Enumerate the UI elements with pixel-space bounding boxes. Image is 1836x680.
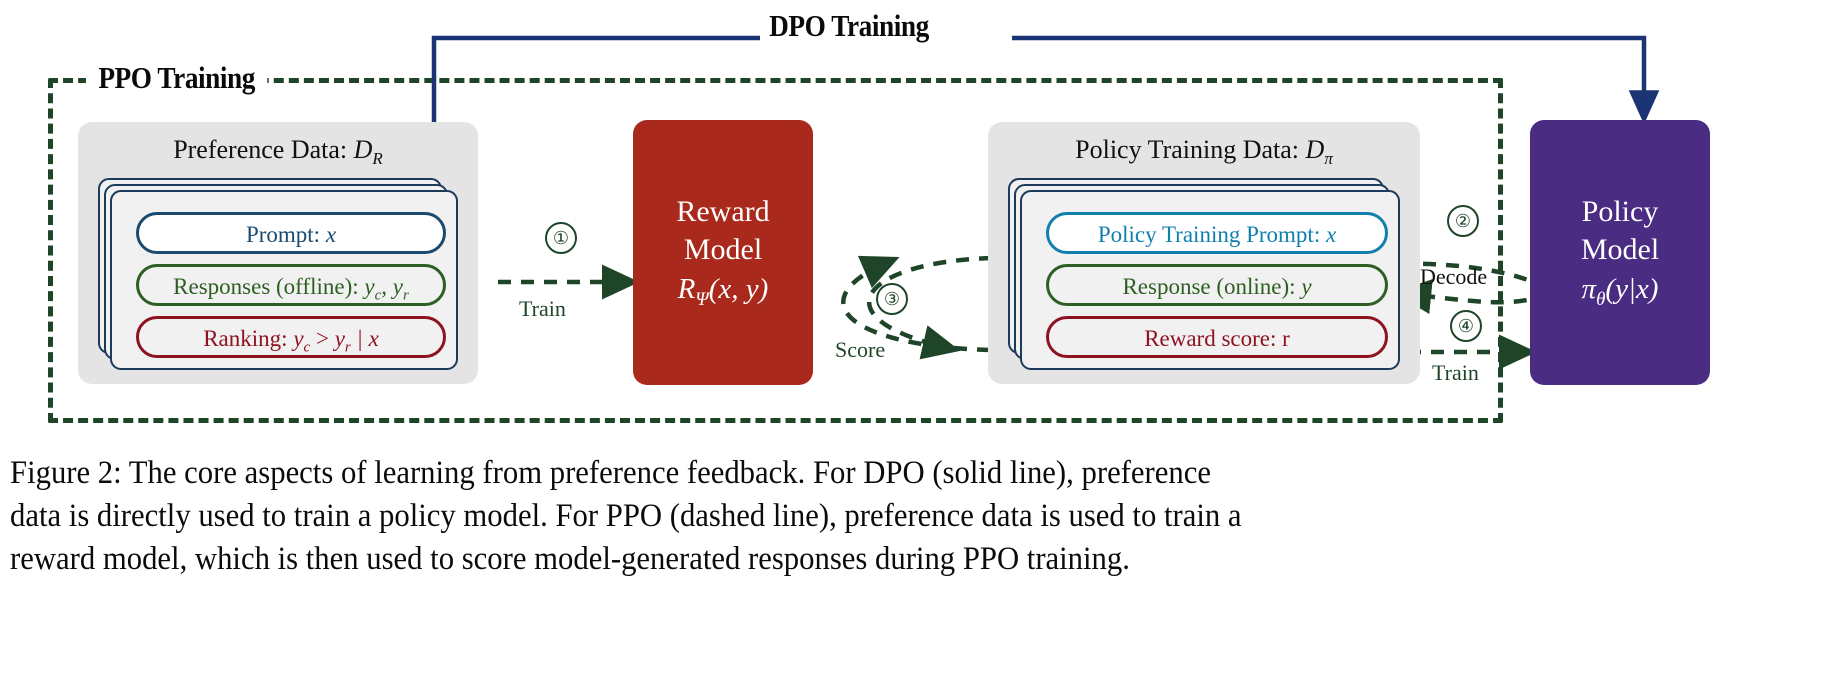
prompt-label: Prompt: <box>245 222 326 247</box>
preference-card-stack: Prompt: x Responses (offline): yc, yr Ra… <box>98 178 458 370</box>
responses-symbol-1: y <box>364 274 375 299</box>
responses-label: Responses (offline): <box>173 274 365 299</box>
response-online-label: Response (online): <box>1122 274 1302 299</box>
reward-model-formula: RΨ(x, y) <box>678 271 769 312</box>
edge-score-label: Score <box>835 337 886 362</box>
policy-card-stack: Policy Training Prompt: x Response (onli… <box>1008 178 1400 370</box>
caption-line-2: data is directly used to train a policy … <box>10 497 1242 534</box>
reward-score-pill: Reward score: r <box>1046 316 1388 358</box>
policy-training-data-panel: Policy Training Data: Dπ Policy Training… <box>988 122 1420 384</box>
policy-data-subscript: π <box>1324 149 1333 169</box>
response-online-pill: Response (online): y <box>1046 264 1388 306</box>
ranking-operator: > <box>310 326 335 351</box>
ppo-training-region <box>48 78 1503 423</box>
ppo-training-label: PPO Training <box>86 60 268 96</box>
policy-data-symbol: D <box>1305 135 1325 164</box>
edge-train-reward-label: Train <box>519 296 566 321</box>
policy-stack-sheet-front: Policy Training Prompt: x Response (onli… <box>1020 190 1400 370</box>
preference-data-panel: Preference Data: DR Prompt: x Responses … <box>78 122 478 384</box>
edge-train-policy-label: Train <box>1432 360 1479 385</box>
step-badge-1: ① <box>545 222 577 254</box>
policy-model-formula: πθ(y|x) <box>1582 271 1659 312</box>
policy-prompt-pill: Policy Training Prompt: x <box>1046 212 1388 254</box>
ranking-symbol-1: y <box>293 326 304 351</box>
policy-model-line1: Policy <box>1581 194 1659 228</box>
ranking-sub-1: c <box>303 339 311 356</box>
prompt-pill: Prompt: x <box>136 212 446 254</box>
reward-formula-main: R <box>677 273 696 306</box>
dpo-training-label: DPO Training <box>755 8 943 44</box>
step-badge-3: ③ <box>876 283 908 315</box>
edge-decode-label: Decode <box>1420 264 1488 289</box>
reward-model-line2: Model <box>683 232 763 266</box>
preference-data-title: Preference Data: DR <box>78 122 478 169</box>
policy-formula-sub: θ <box>1596 289 1606 311</box>
policy-training-data-title: Policy Training Data: Dπ <box>988 122 1420 169</box>
caption-line-1: Figure 2: The core aspects of learning f… <box>10 455 1211 491</box>
prompt-symbol: x <box>325 222 337 247</box>
ranking-sub-2: r <box>344 339 351 356</box>
policy-prompt-label: Policy Training Prompt: <box>1097 222 1326 247</box>
response-online-symbol: y <box>1301 274 1312 299</box>
policy-model-box: Policy Model πθ(y|x) <box>1530 120 1710 385</box>
ranking-label: Ranking: <box>203 326 294 351</box>
ranking-pill: Ranking: yc > yr | x <box>136 316 446 358</box>
responses-pill: Responses (offline): yc, yr <box>136 264 446 306</box>
stack-sheet-front: Prompt: x Responses (offline): yc, yr Ra… <box>110 190 458 370</box>
responses-symbol-2: y <box>392 274 403 299</box>
caption-line-3: reward model, which is then used to scor… <box>10 540 1130 577</box>
reward-formula-args: (x, y) <box>708 273 769 306</box>
step-badge-2: ② <box>1447 205 1479 237</box>
responses-sub-1: c <box>374 287 382 304</box>
responses-sub-2: r <box>402 287 409 304</box>
policy-formula-main: π <box>1581 273 1597 306</box>
ranking-symbol-2: y <box>334 326 345 351</box>
reward-model-line1: Reward <box>676 194 770 228</box>
preference-rows: Prompt: x Responses (offline): yc, yr Ra… <box>136 212 446 358</box>
policy-model-line2: Model <box>1580 232 1660 266</box>
reward-score-label: Reward score: r <box>1144 326 1290 351</box>
policy-data-title-text: Policy Training Data: <box>1075 135 1306 164</box>
ranking-condition: | x <box>350 326 379 351</box>
policy-prompt-symbol: x <box>1325 222 1337 247</box>
preference-data-subscript: R <box>372 149 383 169</box>
preference-data-symbol: D <box>353 135 373 164</box>
policy-formula-args: (y|x) <box>1605 273 1659 306</box>
policy-rows: Policy Training Prompt: x Response (onli… <box>1046 212 1388 358</box>
figure-caption: Figure 2: The core aspects of learning f… <box>10 452 1703 581</box>
preference-data-title-text: Preference Data: <box>173 135 354 164</box>
step-badge-4: ④ <box>1450 310 1482 342</box>
reward-formula-sub: Ψ <box>695 289 709 311</box>
reward-model-box: Reward Model RΨ(x, y) <box>633 120 813 385</box>
